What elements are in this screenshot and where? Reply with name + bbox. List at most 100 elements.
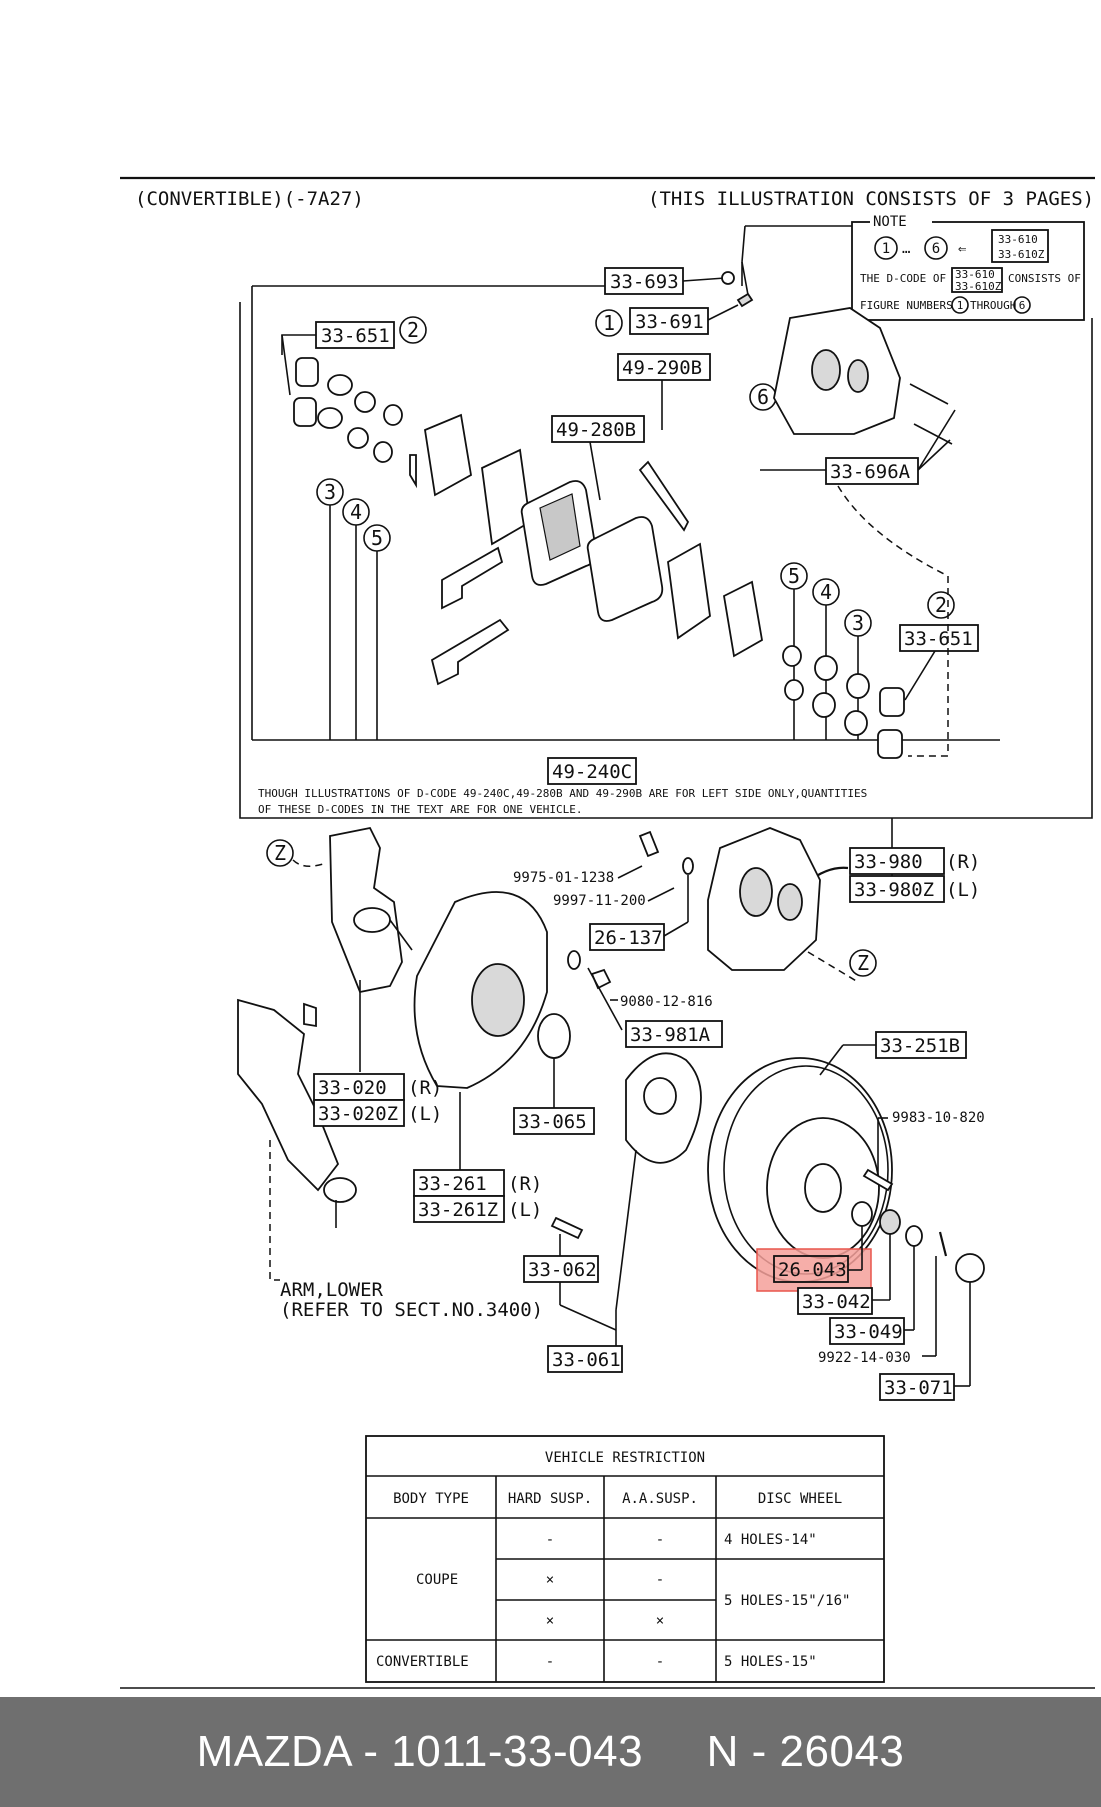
note-through: THROUGH	[970, 299, 1016, 312]
brake-pad-outer	[586, 516, 664, 622]
note-line-suffix: CONSISTS OF	[1008, 272, 1081, 285]
callout-33-693: 33-693	[610, 271, 679, 293]
marker-3b: 3	[852, 611, 864, 635]
callout-33-065: 33-065	[518, 1111, 587, 1133]
lower-arm	[237, 998, 357, 1203]
callout-49-240c: 49-240C	[552, 761, 632, 783]
footer-text: MAZDA - 1011-33-043 N - 26043	[196, 1727, 905, 1776]
callout-33-042: 33-042	[802, 1291, 871, 1313]
wheel-hub	[625, 1052, 702, 1164]
callout-33-020z-side: (L)	[408, 1103, 442, 1125]
note-fig-from: 1	[957, 299, 964, 312]
part-9983: 9983-10-820	[892, 1110, 985, 1126]
marker-2b: 2	[935, 593, 947, 617]
callout-33-261z: 33-261Z	[418, 1199, 498, 1221]
marker-2a: 2	[407, 318, 419, 342]
caption-line-1: THOUGH ILLUSTRATIONS OF D-CODE 49-240C,4…	[258, 787, 867, 800]
caliper-upper	[773, 307, 953, 445]
part-9922: 9922-14-030	[818, 1350, 911, 1366]
callout-33-980z-side: (L)	[946, 879, 980, 901]
callout-49-290b: 49-290B	[622, 357, 702, 379]
note-inline-code-1: 33-610	[955, 268, 995, 281]
callout-33-980-side: (R)	[946, 851, 980, 873]
brake-pad-inner	[520, 480, 598, 586]
lower-arm-leader	[269, 1140, 280, 1281]
callout-33-061: 33-061	[552, 1349, 621, 1371]
callout-33-696a: 33-696A	[830, 461, 911, 483]
note-circle-from: 1	[882, 241, 890, 257]
pad-hardware-left	[409, 413, 531, 686]
callout-33-261-side: (R)	[508, 1173, 542, 1195]
callout-33-651-b: 33-651	[904, 628, 973, 650]
part-9997: 9997-11-200	[553, 893, 646, 909]
hub-bearing	[537, 1013, 571, 1059]
table-r23-wheel: 5 HOLES-15"/16"	[724, 1593, 850, 1609]
note-title: NOTE	[873, 214, 907, 230]
table-r1-aa: -	[656, 1532, 664, 1548]
table-title: VEHICLE RESTRICTION	[545, 1450, 705, 1466]
note-inline-code-2: 33-610Z	[955, 280, 1002, 293]
marker-5a: 5	[371, 526, 383, 550]
callout-33-049: 33-049	[834, 1321, 903, 1343]
caliper-assembly	[707, 827, 859, 983]
marker-6: 6	[757, 385, 769, 409]
svg-text:…: …	[902, 241, 910, 257]
note-fig-to: 6	[1019, 299, 1026, 312]
callout-33-980z: 33-980Z	[854, 879, 934, 901]
marker-4a: 4	[350, 500, 362, 524]
callout-49-280b: 49-280B	[556, 419, 636, 441]
table-r1-hard: -	[546, 1532, 554, 1548]
dust-shield	[413, 891, 548, 1089]
table-header-disc-wheel: DISC WHEEL	[758, 1491, 842, 1507]
table-r4-hard: -	[546, 1654, 554, 1670]
table-header-hard-susp: HARD SUSP.	[508, 1491, 592, 1507]
kit-frame	[239, 302, 1093, 819]
callout-33-261: 33-261	[418, 1173, 487, 1195]
brake-disc	[707, 1057, 893, 1283]
callout-33-651-a: 33-651	[321, 325, 390, 347]
table-convertible: CONVERTIBLE	[376, 1654, 469, 1670]
marker-z1: Z	[274, 841, 286, 865]
part-9080: 9080-12-816	[620, 994, 713, 1010]
table-r4-wheel: 5 HOLES-15"	[724, 1654, 817, 1670]
callout-33-251b: 33-251B	[880, 1035, 960, 1057]
callout-33-071: 33-071	[884, 1377, 953, 1399]
callout-33-062: 33-062	[528, 1259, 597, 1281]
note-code-1: 33-610	[998, 233, 1038, 246]
piston-seal-group-right	[782, 645, 905, 759]
note-code-2: 33-610Z	[998, 248, 1045, 261]
table-coupe: COUPE	[416, 1572, 458, 1588]
note-circle-to: 6	[932, 241, 940, 257]
header-left: (CONVERTIBLE)(-7A27)	[135, 188, 364, 210]
caption-line-2: OF THESE D-CODES IN THE TEXT ARE FOR ONE…	[258, 803, 583, 816]
callout-33-261z-side: (L)	[508, 1199, 542, 1221]
header-right: (THIS ILLUSTRATION CONSISTS OF 3 PAGES)	[648, 188, 1094, 210]
arm-note-line-1: ARM,LOWER	[280, 1279, 384, 1301]
pad-clip-right	[723, 580, 763, 658]
table-header-body-type: BODY TYPE	[393, 1491, 469, 1507]
callout-33-691: 33-691	[635, 311, 704, 333]
restriction-table: VEHICLE RESTRICTION BODY TYPE HARD SUSP.…	[365, 1435, 885, 1683]
svg-text:⇐: ⇐	[958, 241, 966, 257]
table-r4-aa: -	[656, 1654, 664, 1670]
table-header-aa-susp: A.A.SUSP.	[622, 1491, 698, 1507]
marker-5b: 5	[788, 564, 800, 588]
piston-seal-group-left	[293, 357, 403, 463]
callout-33-981a: 33-981A	[630, 1024, 711, 1046]
callout-33-980: 33-980	[854, 851, 923, 873]
washer-nut-cap	[851, 1201, 985, 1283]
table-r2-aa: -	[656, 1572, 664, 1588]
callout-33-020-side: (R)	[408, 1077, 442, 1099]
marker-1: 1	[603, 311, 615, 335]
callout-33-020z: 33-020Z	[318, 1103, 398, 1125]
note-line-prefix: THE D-CODE OF	[860, 272, 946, 285]
table-r1-wheel: 4 HOLES-14"	[724, 1532, 817, 1548]
hub-bolt	[550, 1216, 584, 1240]
callout-26-137: 26-137	[594, 927, 663, 949]
callout-26-043: 26-043	[778, 1259, 847, 1281]
table-r2-hard: ×	[546, 1572, 554, 1588]
anti-squeal-spring	[638, 460, 690, 532]
steering-knuckle	[329, 826, 413, 994]
table-r3-hard: ×	[546, 1613, 554, 1629]
